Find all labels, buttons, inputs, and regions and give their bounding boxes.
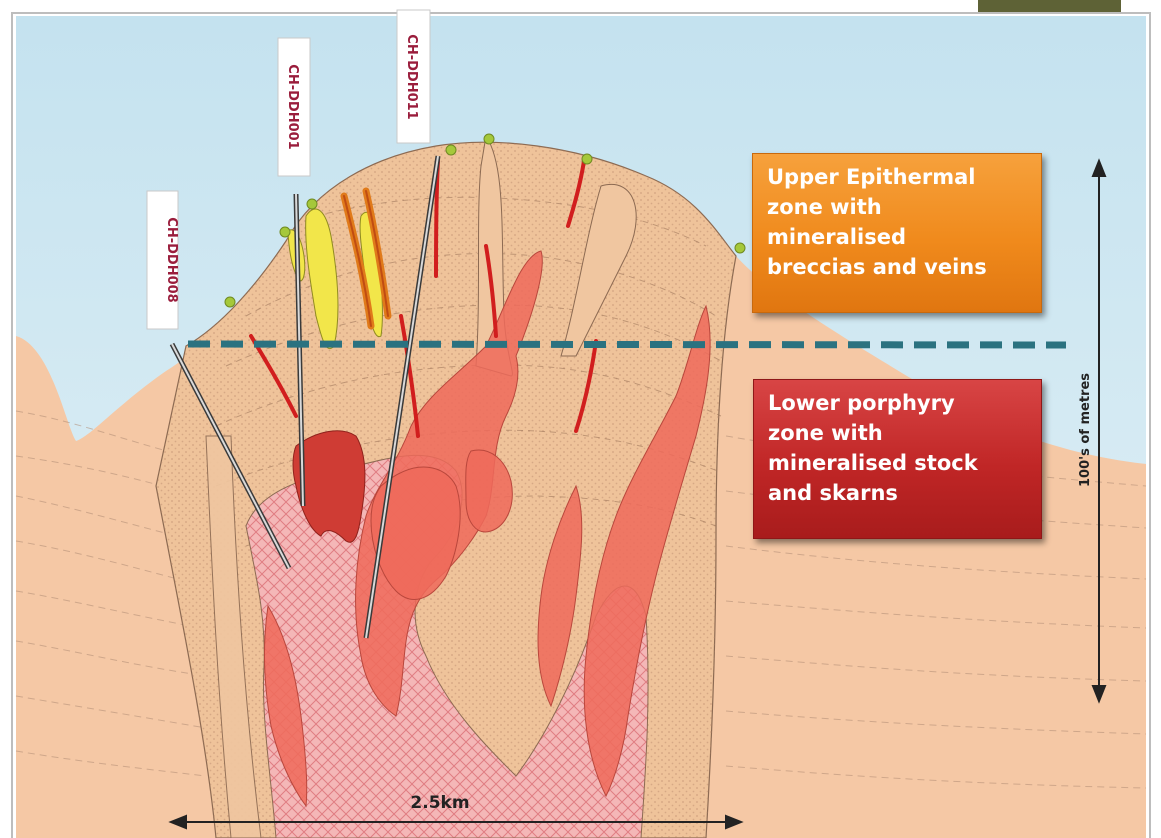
lower-porphyry-callout: Lower porphyry zone with mineralised sto… <box>753 379 1042 539</box>
callout-line: zone with <box>767 192 1031 222</box>
vertical-scale-label: 100's of metres <box>1078 373 1093 487</box>
callout-line: zone with <box>768 418 1031 448</box>
callout-line: and skarns <box>768 478 1031 508</box>
drillhole-ddh011-text: CH-DDH011 <box>404 34 419 119</box>
horizontal-scale-label: 2.5km <box>410 793 469 813</box>
corner-thumbnail <box>978 0 1121 14</box>
drillhole-label-ddh011: CH-DDH011 <box>397 10 430 143</box>
drillhole-ddh008-text: CH-DDH008 <box>164 217 179 302</box>
drillhole-label-ddh008: CH-DDH008 <box>147 191 179 329</box>
upper-epithermal-callout: Upper Epithermal zone with mineralised b… <box>752 153 1042 313</box>
callout-line: Lower porphyry <box>768 388 1031 418</box>
callout-line: Upper Epithermal <box>767 162 1031 192</box>
callout-line: mineralised stock <box>768 448 1031 478</box>
callout-line: mineralised <box>767 222 1031 252</box>
callout-line: breccias and veins <box>767 252 1031 282</box>
drillhole-ddh001-text: CH-DDH001 <box>285 64 300 149</box>
drillhole-label-ddh001: CH-DDH001 <box>278 38 310 176</box>
